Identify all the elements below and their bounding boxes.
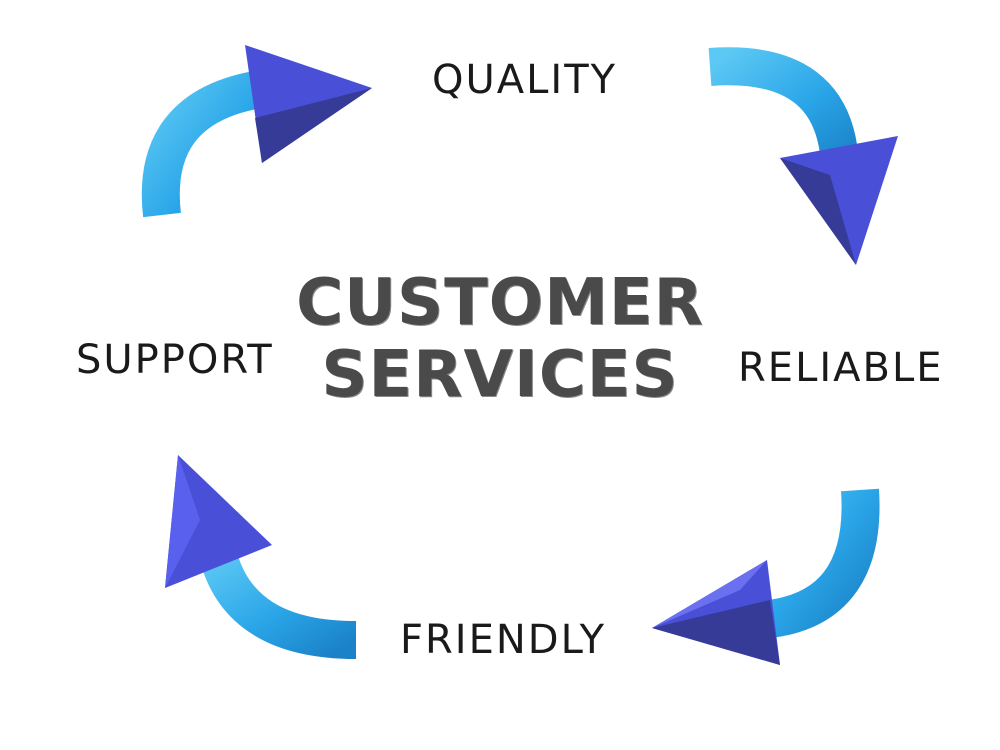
center-title-line-1: CUSTOMER: [296, 266, 704, 340]
cycle-label-quality: QUALITY: [432, 57, 618, 103]
center-title-line-2: SERVICES: [321, 337, 679, 412]
curved-arrow-icon: [141, 45, 372, 218]
center-title: CUSTOMER SERVICES: [260, 266, 740, 412]
cycle-label-support: SUPPORT: [76, 337, 274, 383]
curved-arrow-icon: [708, 47, 898, 265]
cycle-label-friendly: FRIENDLY: [400, 617, 606, 663]
curved-arrow-icon: [165, 455, 357, 659]
curved-arrow-icon: [652, 488, 880, 665]
cycle-label-reliable: RELIABLE: [738, 345, 944, 391]
